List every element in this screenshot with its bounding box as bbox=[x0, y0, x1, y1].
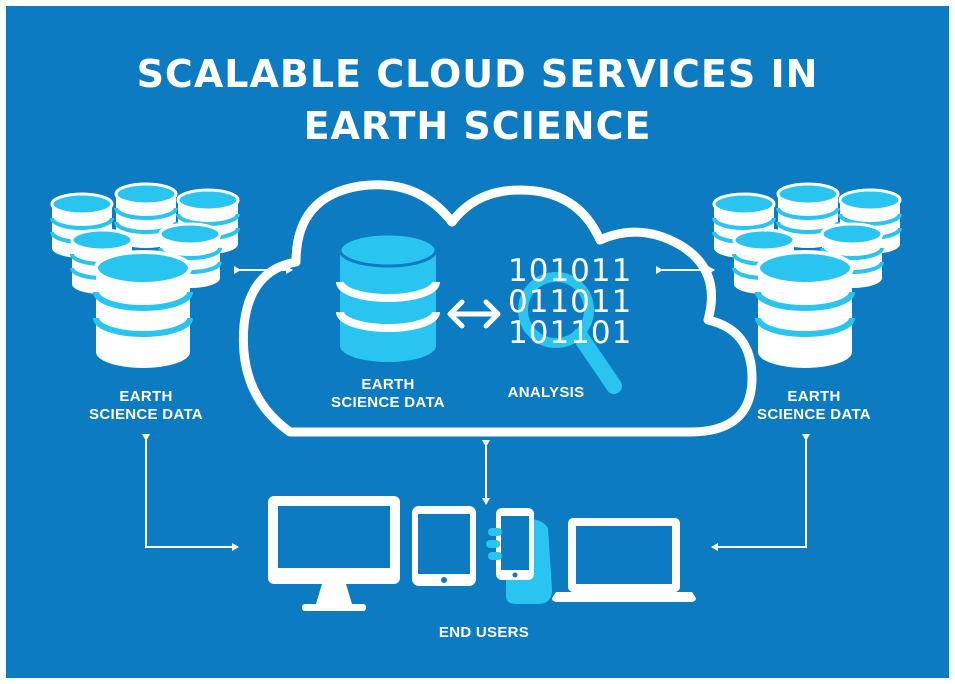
page-title: SCALABLE CLOUD SERVICES IN EARTH SCIENCE bbox=[0, 48, 955, 152]
binary-data-text: 101011 011011 101101 bbox=[508, 256, 632, 349]
left-data-label-line-2: SCIENCE DATA bbox=[89, 406, 203, 423]
arrow-right-data-to-users bbox=[711, 434, 810, 551]
analysis-label-text: ANALYSIS bbox=[507, 384, 585, 401]
title-line-2: EARTH SCIENCE bbox=[303, 104, 652, 148]
cloud-data-label: EARTH SCIENCE DATA bbox=[308, 376, 468, 412]
analysis-label: ANALYSIS bbox=[486, 384, 606, 402]
database-icon-cloud bbox=[336, 232, 440, 362]
left-data-label-line-1: EARTH bbox=[119, 388, 173, 405]
database-stack-icon-right bbox=[712, 182, 902, 368]
binary-row-1: 101011 bbox=[508, 253, 633, 289]
cloud-shape bbox=[238, 180, 757, 437]
desktop-monitor-icon bbox=[268, 496, 400, 611]
cloud-data-label-line-2: SCIENCE DATA bbox=[331, 394, 445, 411]
cloud-data-label-line-1: EARTH bbox=[361, 376, 415, 393]
binary-row-2: 011011 bbox=[508, 284, 633, 320]
right-data-label-line-1: EARTH bbox=[787, 388, 841, 405]
arrow-left-data-to-users bbox=[142, 434, 239, 551]
title-line-1: SCALABLE CLOUD SERVICES IN bbox=[136, 52, 819, 96]
end-users-label-text: END USERS bbox=[438, 624, 530, 641]
right-data-label: EARTH SCIENCE DATA bbox=[734, 388, 894, 424]
tablet-icon bbox=[412, 506, 476, 586]
database-stack-icon-left bbox=[50, 182, 240, 368]
double-arrow-icon bbox=[447, 299, 501, 329]
laptop-icon bbox=[552, 518, 696, 602]
left-data-label: EARTH SCIENCE DATA bbox=[66, 388, 226, 424]
binary-row-3: 101101 bbox=[508, 315, 633, 351]
right-data-label-line-2: SCIENCE DATA bbox=[757, 406, 871, 423]
end-users-label: END USERS bbox=[404, 624, 564, 642]
smartphone-in-hand-icon bbox=[486, 508, 552, 604]
magnifier-icon bbox=[518, 272, 622, 394]
